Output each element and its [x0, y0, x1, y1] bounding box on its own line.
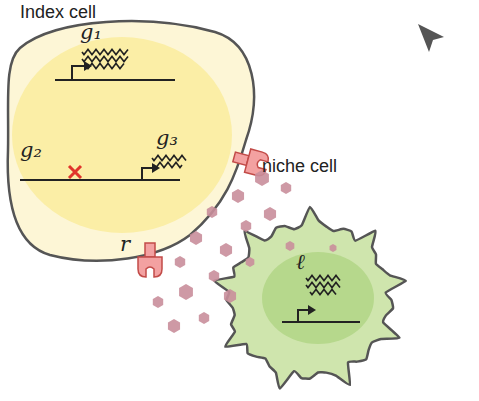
cell-membrane [214, 207, 406, 389]
symbol-label: r [120, 234, 130, 255]
ligand [153, 296, 163, 308]
niche-nucleus [262, 252, 374, 344]
ligand [168, 319, 180, 333]
cell-node: Index cell [4, 12, 266, 274]
transcript-wave [306, 275, 340, 280]
symbol-label: g₃ [156, 128, 178, 149]
transcript-wave [152, 155, 186, 160]
symbol-label: ℓ [296, 252, 305, 273]
ligand [175, 256, 185, 268]
promoter-arrowhead [308, 305, 316, 315]
ligand [220, 243, 232, 257]
cell-outline [210, 196, 410, 396]
label-holder: g₂ [20, 140, 42, 161]
ligand [179, 284, 193, 300]
label-holder: g₁ [80, 22, 102, 43]
mutation-mark [69, 166, 81, 178]
index-nucleus [12, 37, 232, 233]
transcript-wave [86, 63, 124, 68]
transcript-wave [306, 282, 340, 287]
ligand [232, 189, 244, 203]
symbol-label: g₁ [80, 22, 102, 43]
ligand [264, 207, 276, 221]
label-holder: r [120, 234, 130, 255]
ligand [241, 220, 251, 232]
cell-label: Index cell [20, 2, 96, 23]
transcript-wave [310, 289, 336, 294]
transcript-wave [154, 162, 182, 167]
cursor-arrow [418, 24, 444, 52]
ligand [281, 182, 291, 194]
symbol-label: g₂ [20, 140, 42, 161]
gene-line [282, 321, 360, 323]
transcript-wave [82, 56, 128, 61]
promoter-arrow [72, 66, 86, 80]
ligand [199, 312, 209, 324]
cell-node: niche cell [210, 196, 410, 396]
cell-outline [4, 12, 266, 274]
label-holder: ℓ [296, 252, 305, 273]
label-holder: g₃ [156, 128, 178, 149]
gene-line [20, 179, 180, 181]
transcript-wave [82, 49, 128, 54]
cell-label: niche cell [262, 156, 337, 177]
cell-membrane [8, 21, 254, 261]
